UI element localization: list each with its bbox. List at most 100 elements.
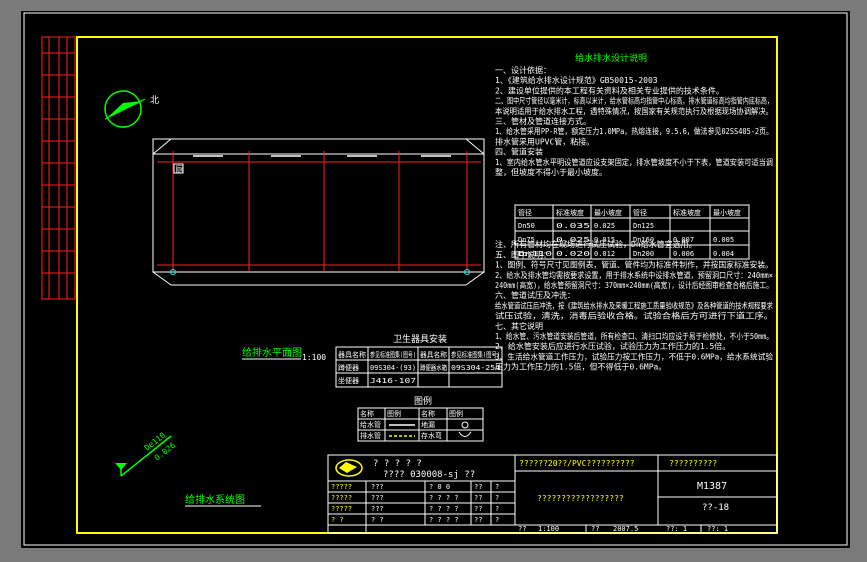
tb-mid-label: ? ? ? ? — [429, 516, 459, 524]
plan-scale: 1:100 — [302, 353, 326, 362]
note-line: 整，但坡度不得小于最小坡度。 — [495, 167, 607, 177]
drawing-canvas[interactable]: 北 厕 — [21, 11, 850, 548]
tb-mid-code: ?? — [474, 483, 482, 491]
tb-mid-mark: ? — [495, 494, 499, 502]
tb-mid-code: ?? — [474, 494, 482, 502]
note-line: 七、其它说明 — [495, 321, 543, 331]
tb-role: ????? — [331, 494, 352, 502]
binding-strip — [41, 36, 76, 300]
drawing-name: ?????????????????? — [537, 494, 624, 503]
page-b: ??: 1 — [707, 525, 728, 533]
slope-cell: Dn50 — [518, 222, 535, 230]
trap-symbol — [458, 431, 472, 437]
slope-header: 管径 — [633, 208, 647, 217]
legend-header: 名称 — [421, 409, 435, 418]
note-line: 2、给水管安装后应进行水压试验，试验压力为工作压力的1.5倍。 — [495, 341, 730, 351]
legend-table: 图例 名称图例名称图例给水管地漏排水管存水弯 — [357, 395, 484, 442]
fixture-cell: 坐便器 — [338, 376, 359, 385]
scale-value: 1:100 — [538, 525, 559, 533]
slope-cell: 0.006 — [673, 250, 694, 258]
slope-cell: 0.004 — [713, 250, 734, 258]
note-line: 2、建设单位提供的本工程有关资料及相关专业提供的技术条件。 — [495, 85, 724, 95]
tb-mid-code: ?? — [474, 516, 482, 524]
note-line: 2、给水及排水管均需按要求设置，用于排水系统中设排水管道，预留洞口尺寸：240m… — [495, 270, 773, 280]
note-line: 给水管道试压后冲洗，按《建筑给水排水及采暖工程施工质量验收规范》及各种管道的技术… — [495, 300, 773, 310]
legend-header: 图例 — [449, 409, 463, 418]
fixture-header: 参见标准图集(图号) — [451, 350, 500, 359]
north-label: 北 — [150, 95, 159, 106]
fixture-cell: 蹲便器 — [338, 363, 359, 372]
slope-cell: 0.035 — [556, 222, 590, 230]
design-notes: 给水排水设计说明 一、设计依据： 1、《建筑给水排水设计规范》GB50015-2… — [495, 52, 773, 372]
slope-cell: Dn75 — [518, 236, 535, 244]
fixtures-title: 卫生器具安装 — [393, 333, 447, 345]
note-line: 五、图中说明： — [495, 249, 551, 259]
drain-left-icon — [170, 269, 176, 275]
slope-cell: 0.005 — [713, 236, 734, 244]
legend-cell: 存水弯 — [421, 431, 442, 440]
tb-mid-mark: ? — [495, 505, 499, 513]
note-line: 三、管材及管道连接方式。 — [495, 116, 591, 126]
system-diagram: De110 0.026 — [115, 431, 177, 477]
tb-mid-mark: ? — [495, 483, 499, 491]
note-line: 排水管采用UPVC管，粘接。 — [495, 136, 594, 146]
tb-signer: ??? — [371, 505, 384, 513]
note-line: 四、管道安装 — [495, 147, 543, 157]
slope-cell: 0.025 — [556, 236, 590, 244]
tb-mid-code: ?? — [474, 505, 482, 513]
slope-cell: 0.020 — [556, 250, 590, 258]
note-line: 1、图例、符号尺寸见图例表，管道、管件均为标准件制作，并按国家标准安装。 — [495, 260, 773, 270]
floor-plan: 厕 — [152, 138, 485, 286]
fixture-cell: J416-107 — [370, 377, 416, 385]
date-value: 2007.5 — [613, 525, 638, 533]
slope-header: 管径 — [518, 208, 532, 217]
slope-header: 最小坡度 — [713, 208, 741, 217]
tb-signer: ? ? — [371, 516, 384, 524]
note-line: 试压试验，清洗，消毒后验收合格。试验合格后方可进行下道工序。 — [495, 311, 773, 321]
slope-cell: 0.007 — [673, 236, 694, 244]
plan-title: 给排水平面图 — [242, 346, 302, 359]
slope-cell: 0.012 — [594, 250, 615, 258]
slope-cell: 0.025 — [594, 222, 615, 230]
drawing-code: ???? 030008-sj ?? — [383, 470, 475, 480]
note-line: 1、给水管采用PP-R管，额定压力1.0MPa，热熔连接，9.5.6，做法参见0… — [495, 126, 773, 136]
legend-cell: 地漏 — [421, 420, 435, 429]
drawing-svg: 北 厕 — [23, 12, 848, 546]
slope-cell: Dn160 — [633, 236, 654, 244]
slope-header: 最小坡度 — [594, 208, 622, 217]
legend-cell: 给水管 — [360, 420, 381, 429]
slope-cell: Dn200 — [633, 250, 654, 258]
note-line: 一、设计依据： — [495, 65, 551, 75]
tb-mid-label: ? ? ? ? — [429, 494, 459, 502]
slope-header: 标准坡度 — [673, 208, 701, 217]
tb-role: ????? — [331, 483, 352, 491]
note-line: 1、室内给水管水平明设管道应设支架固定，排水管坡度不小于下表，管道安装可适当调 — [495, 157, 773, 167]
title-block: ? ? ? ? ? ???? 030008-sj ?? ??????20??/P… — [327, 454, 778, 534]
fixture-cell: 09S304-254 — [451, 364, 500, 372]
fixture-cell: 09S304-(93) — [370, 364, 416, 372]
fixture-header: 器具名称 — [420, 350, 447, 359]
slope-cell: 0.015 — [594, 236, 615, 244]
tb-role: ? ? — [331, 516, 344, 524]
company-logo-icon — [335, 459, 363, 477]
tb-mid-label: ? ? ? ? — [429, 505, 459, 513]
note-line: 二、图中尺寸管径以毫米计，标高以米计，给水管标高均指管中心标高，排水管道标高均指… — [495, 96, 773, 106]
block-label: ?????????? — [669, 459, 717, 468]
drain-right-icon — [464, 269, 470, 275]
notes-body: 一、设计依据： 1、《建筑给水排水设计规范》GB50015-2003 2、建设单… — [495, 65, 773, 372]
slope-cell: Dn125 — [633, 222, 654, 230]
room-tag: 厕 — [176, 165, 184, 174]
note-line: 六、管道试压及冲洗： — [495, 290, 575, 300]
note-line: 压力为工作压力的1.5倍，但不得低于0.6MPa。 — [495, 362, 666, 372]
project-name: ??????20??/PVC?????????? — [519, 459, 635, 468]
org-name: ? ? ? ? ? — [373, 459, 422, 469]
tb-signer: ??? — [371, 483, 384, 491]
sheet-border — [23, 12, 848, 546]
note-line: 3、生活给水管道工作压力，试验压力按工作压力，不低于0.6MPa，给水系统试验 — [495, 351, 773, 361]
legend-title: 图例 — [414, 395, 432, 407]
floor-drain-symbol — [461, 421, 469, 429]
fixture-header: 器具名称 — [338, 350, 366, 359]
